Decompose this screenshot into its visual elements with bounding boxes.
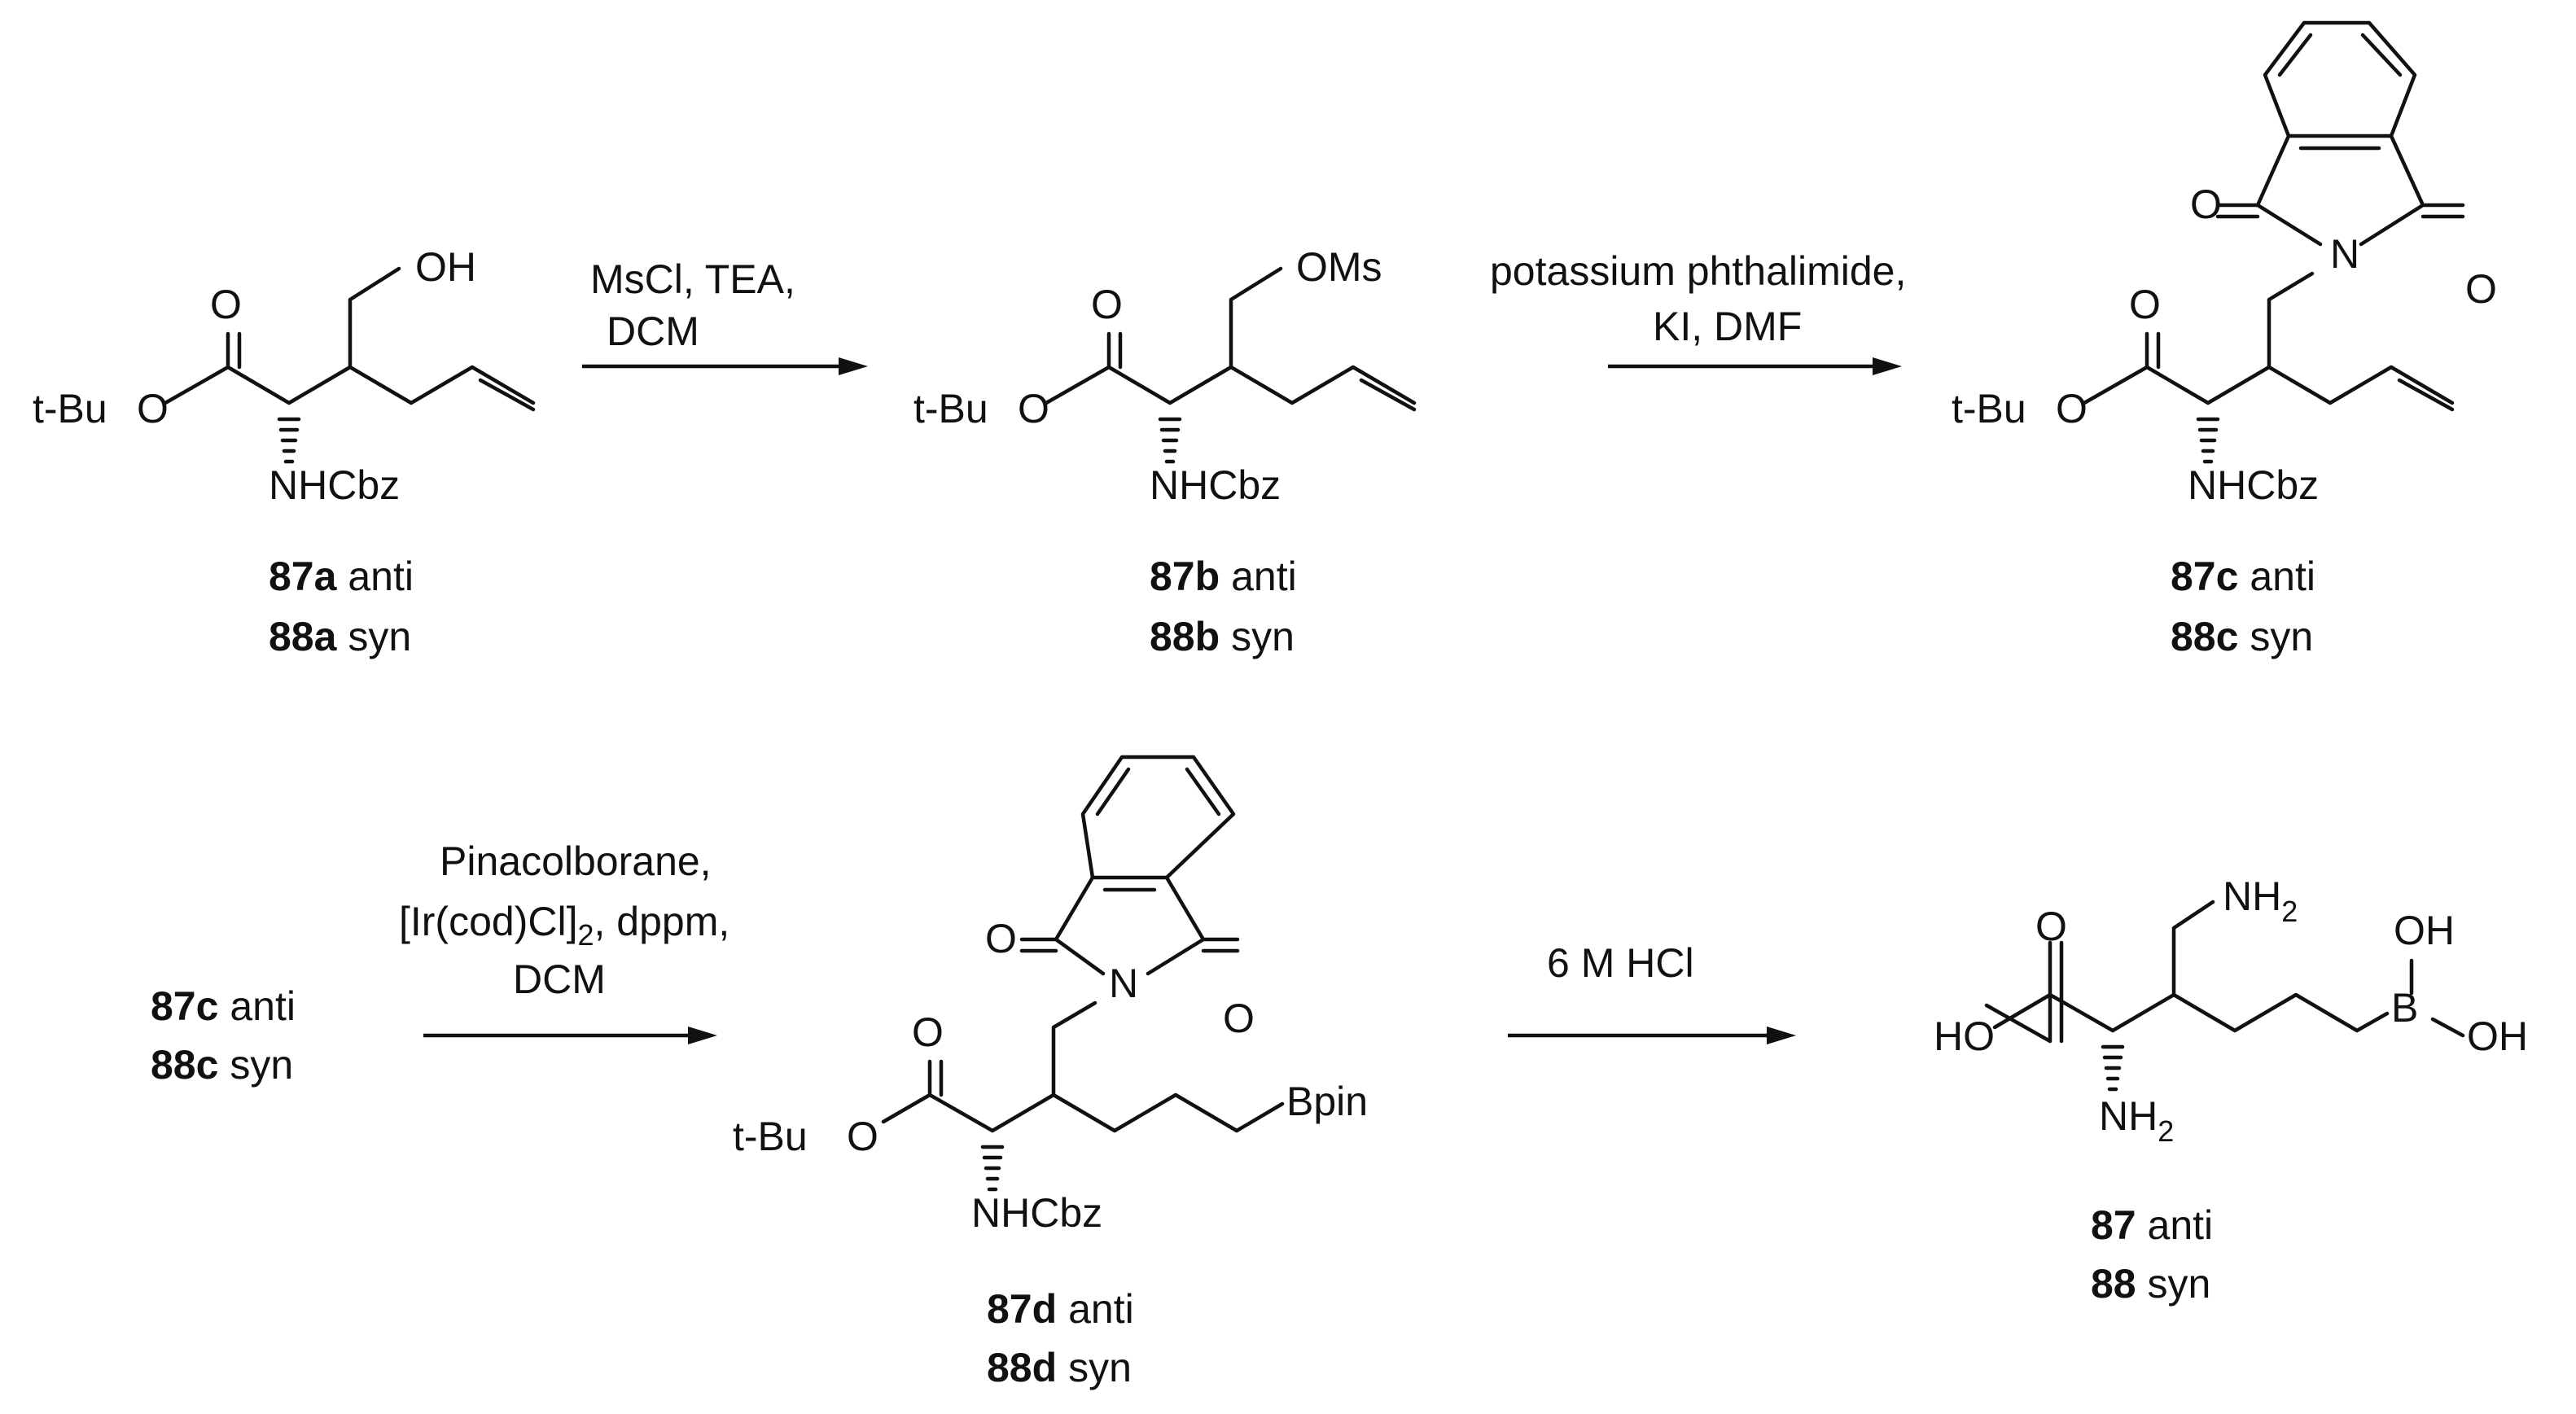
ester-o-label: O <box>847 1114 878 1159</box>
reagent-pinacolborane: Pinacolborane, <box>440 838 712 884</box>
imide-o-right-label: O <box>1223 996 1255 1041</box>
carbonyl-o-label: O <box>2035 904 2067 949</box>
imide-n-label: N <box>1109 961 1138 1006</box>
boron-b-label: B <box>2391 985 2418 1031</box>
carbonyl-o-label: O <box>1091 282 1123 327</box>
compound-label-88c-start: 88c syn <box>151 1042 293 1088</box>
reagent-ki-dmf: KI, DMF <box>1653 304 1802 349</box>
compound-87d: N O O O O t-Bu NHCbz Bpin 87d anti 88d s… <box>733 755 1368 1390</box>
reagent-ir-catalyst: [Ir(cod)Cl]2, dppm, <box>399 899 729 952</box>
tbu-label: t-Bu <box>913 386 988 431</box>
carbonyl-o-label: O <box>2129 282 2161 327</box>
compound-label-88d: 88d syn <box>987 1345 1132 1390</box>
compound-label-87: 87 anti <box>2091 1202 2213 1248</box>
nhcbz-label: NHCbz <box>269 462 400 508</box>
imide-o-right-label: O <box>2465 266 2497 312</box>
reaction-arrow-2: potassium phthalimide, KI, DMF <box>1490 248 1906 375</box>
reaction-arrow-1: MsCl, TEA, DCM <box>582 256 868 375</box>
tbu-label: t-Bu <box>33 386 107 431</box>
compound-label-88: 88 syn <box>2091 1261 2210 1307</box>
imide-o-left-label: O <box>2190 182 2222 227</box>
compound-87a: OH O O t-Bu NHCbz 87a anti 88a syn <box>33 244 536 659</box>
carbonyl-o-label: O <box>912 1009 944 1055</box>
compound-87: NH2 O HO NH2 B OH OH 87 anti 88 syn <box>1934 873 2528 1307</box>
boronic-oh-right-label: OH <box>2467 1013 2528 1059</box>
nhcbz-label: NHCbz <box>1150 462 1281 508</box>
aminomethyl-nh2-label: NH2 <box>2223 873 2298 928</box>
reagent-6m-hcl: 6 M HCl <box>1547 940 1694 986</box>
alpha-nh2-label: NH2 <box>2099 1093 2174 1148</box>
tbu-label: t-Bu <box>733 1114 808 1159</box>
imide-n-label: N <box>2330 231 2359 277</box>
compound-label-87c-start: 87c anti <box>151 983 296 1029</box>
carboxyl-ho-label: HO <box>1934 1013 1995 1059</box>
carbonyl-o-label: O <box>210 282 242 327</box>
compound-label-87a: 87a anti <box>269 554 414 599</box>
compound-label-87d: 87d anti <box>987 1286 1134 1332</box>
hydroxyl-oh-label: OH <box>415 244 476 290</box>
tbu-label: t-Bu <box>1952 386 2026 431</box>
ester-o-label: O <box>1018 386 1049 431</box>
compound-label-88c: 88c syn <box>2171 614 2313 659</box>
compound-label-88b: 88b syn <box>1150 614 1295 659</box>
compound-87b: OMs O O t-Bu NHCbz 87b anti 88b syn <box>913 244 1417 659</box>
reagent-mscl-tea: MsCl, TEA, <box>590 256 795 302</box>
ester-o-label: O <box>2056 386 2088 431</box>
imide-o-left-label: O <box>985 916 1017 961</box>
nhcbz-label: NHCbz <box>971 1190 1102 1236</box>
compound-label-88a: 88a syn <box>269 614 411 659</box>
boronic-oh-top-label: OH <box>2394 908 2455 953</box>
compound-87c: N O O O O t-Bu NHCbz 87c anti 88c syn <box>1952 20 2497 659</box>
reagent-potassium-phthalimide: potassium phthalimide, <box>1490 248 1906 294</box>
starting-material-87c: 87c anti 88c syn <box>151 983 296 1088</box>
ester-o-label: O <box>137 386 169 431</box>
mesylate-oms-label: OMs <box>1296 244 1382 290</box>
reagent-dcm: DCM <box>607 309 699 354</box>
reagent-dcm: DCM <box>513 957 606 1002</box>
nhcbz-label: NHCbz <box>2188 462 2319 508</box>
bpin-label: Bpin <box>1286 1079 1368 1124</box>
compound-label-87c: 87c anti <box>2171 554 2315 599</box>
compound-label-87b: 87b anti <box>1150 554 1297 599</box>
reaction-arrow-3: Pinacolborane, [Ir(cod)Cl]2, dppm, DCM <box>399 838 729 1044</box>
reaction-arrow-4: 6 M HCl <box>1508 940 1796 1044</box>
